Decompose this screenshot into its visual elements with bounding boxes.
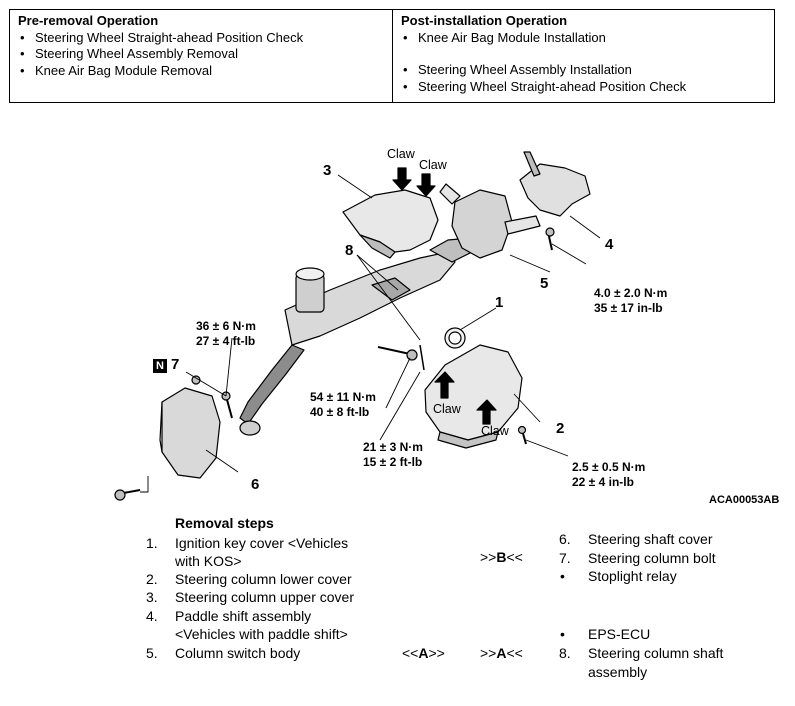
step-number: 8. [559, 645, 571, 661]
step-text: assembly [588, 664, 648, 680]
callout-3: 3 [323, 162, 332, 179]
torque-metric: 2.5 ± 0.5 N·m [572, 460, 646, 474]
marker-letter: A [496, 645, 507, 661]
note-marker-b: >>B<< [480, 548, 523, 567]
post-installation-column: Post-installation Operation Knee Air Bag… [393, 10, 774, 102]
torque-metric: 4.0 ± 2.0 N·m [594, 286, 668, 300]
callout-4: 4 [605, 236, 614, 253]
claw-label: Claw [387, 147, 415, 161]
torque-imperial: 35 ± 17 in-lb [594, 301, 663, 315]
step-text: Stoplight relay [588, 568, 677, 584]
removal-steps: Removal steps 1. Ignition key cover <Veh… [0, 514, 795, 694]
exploded-view-figure: 3 8 1 2 4 5 6 N 7 Claw Claw Claw Claw 36… [0, 140, 795, 515]
bullet-icon: • [560, 568, 565, 584]
callout-6: 6 [251, 476, 260, 493]
pre-removal-item: Knee Air Bag Module Removal [18, 63, 384, 80]
bullet-icon: • [560, 626, 565, 642]
torque-imperial: 15 ± 2 ft-lb [363, 455, 423, 469]
pre-removal-item: Steering Wheel Straight-ahead Position C… [18, 30, 384, 47]
torque-imperial: 27 ± 4 ft-lb [196, 334, 256, 348]
step-number: 5. [146, 645, 158, 661]
component-illustration [114, 151, 601, 501]
n-badge-icon: N [153, 359, 167, 373]
step-text: Steering column shaft [588, 645, 724, 661]
removal-steps-heading: Removal steps [175, 515, 274, 531]
step-number: 4. [146, 608, 158, 624]
step-text: Steering column lower cover [175, 571, 352, 587]
step-number: 6. [559, 531, 571, 547]
marker-bracket: << [506, 645, 523, 661]
claw-label: Claw [433, 402, 461, 416]
torque-spec-paddle-screw: 4.0 ± 2.0 N·m 35 ± 17 in-lb [594, 286, 667, 316]
post-installation-list: Knee Air Bag Module Installation Steerin… [401, 30, 766, 96]
marker-bracket: << [506, 549, 523, 565]
pre-removal-column: Pre-removal Operation Steering Wheel Str… [10, 10, 393, 102]
pre-removal-item: Steering Wheel Assembly Removal [18, 46, 384, 63]
marker-bracket: >> [480, 549, 497, 565]
torque-spec-bolt-7: 36 ± 6 N·m 27 ± 4 ft-lb [196, 319, 256, 349]
torque-metric: 54 ± 11 N·m [310, 390, 376, 404]
torque-spec-lower-cover-screw: 2.5 ± 0.5 N·m 22 ± 4 in-lb [572, 460, 645, 490]
step-text: Column switch body [175, 645, 301, 661]
marker-letter: A [418, 645, 429, 661]
note-marker-a-install: <<A>> [402, 644, 445, 663]
marker-bracket: << [402, 645, 419, 661]
marker-bracket: >> [480, 645, 497, 661]
claw-label: Claw [481, 424, 509, 438]
step-text: EPS-ECU [588, 626, 651, 642]
step-text: Steering column upper cover [175, 589, 354, 605]
callout-5: 5 [540, 275, 549, 292]
post-installation-item: Steering Wheel Assembly Installation [401, 62, 766, 79]
callout-1: 1 [495, 294, 504, 311]
torque-metric: 21 ± 3 N·m [363, 440, 423, 454]
post-installation-item: Steering Wheel Straight-ahead Position C… [401, 79, 766, 96]
step-number: 2. [146, 571, 158, 587]
step-text: Steering shaft cover [588, 531, 713, 547]
marker-bracket: >> [428, 645, 445, 661]
figure-code: ACA00053AB [709, 494, 780, 506]
step-text: Steering column bolt [588, 550, 716, 566]
claw-label: Claw [419, 158, 447, 172]
torque-imperial: 40 ± 8 ft-lb [310, 405, 370, 419]
step-number: 7. [559, 550, 571, 566]
torque-metric: 36 ± 6 N·m [196, 319, 256, 333]
marker-letter: B [496, 549, 507, 565]
torque-spec-shaft-bolt: 21 ± 3 N·m 15 ± 2 ft-lb [363, 440, 423, 470]
callout-2: 2 [556, 420, 565, 437]
step-text: <Vehicles with paddle shift> [175, 626, 348, 642]
pre-removal-header: Pre-removal Operation [18, 13, 159, 28]
callout-7: 7 [171, 356, 180, 373]
step-number: 1. [146, 535, 158, 551]
post-installation-header: Post-installation Operation [401, 13, 568, 28]
step-number: 3. [146, 589, 158, 605]
torque-imperial: 22 ± 4 in-lb [572, 475, 634, 489]
step-text: Ignition key cover <Vehicles [175, 535, 349, 551]
pre-removal-list: Steering Wheel Straight-ahead Position C… [18, 30, 384, 80]
step-text: Paddle shift assembly [175, 608, 312, 624]
torque-spec-column-bolt: 54 ± 11 N·m 40 ± 8 ft-lb [310, 390, 376, 420]
operations-table: Pre-removal Operation Steering Wheel Str… [9, 9, 775, 103]
note-marker-a-removal: >>A<< [480, 644, 523, 663]
step-text: with KOS> [175, 553, 242, 569]
post-installation-item: Knee Air Bag Module Installation [401, 30, 766, 47]
callout-8: 8 [345, 242, 354, 259]
